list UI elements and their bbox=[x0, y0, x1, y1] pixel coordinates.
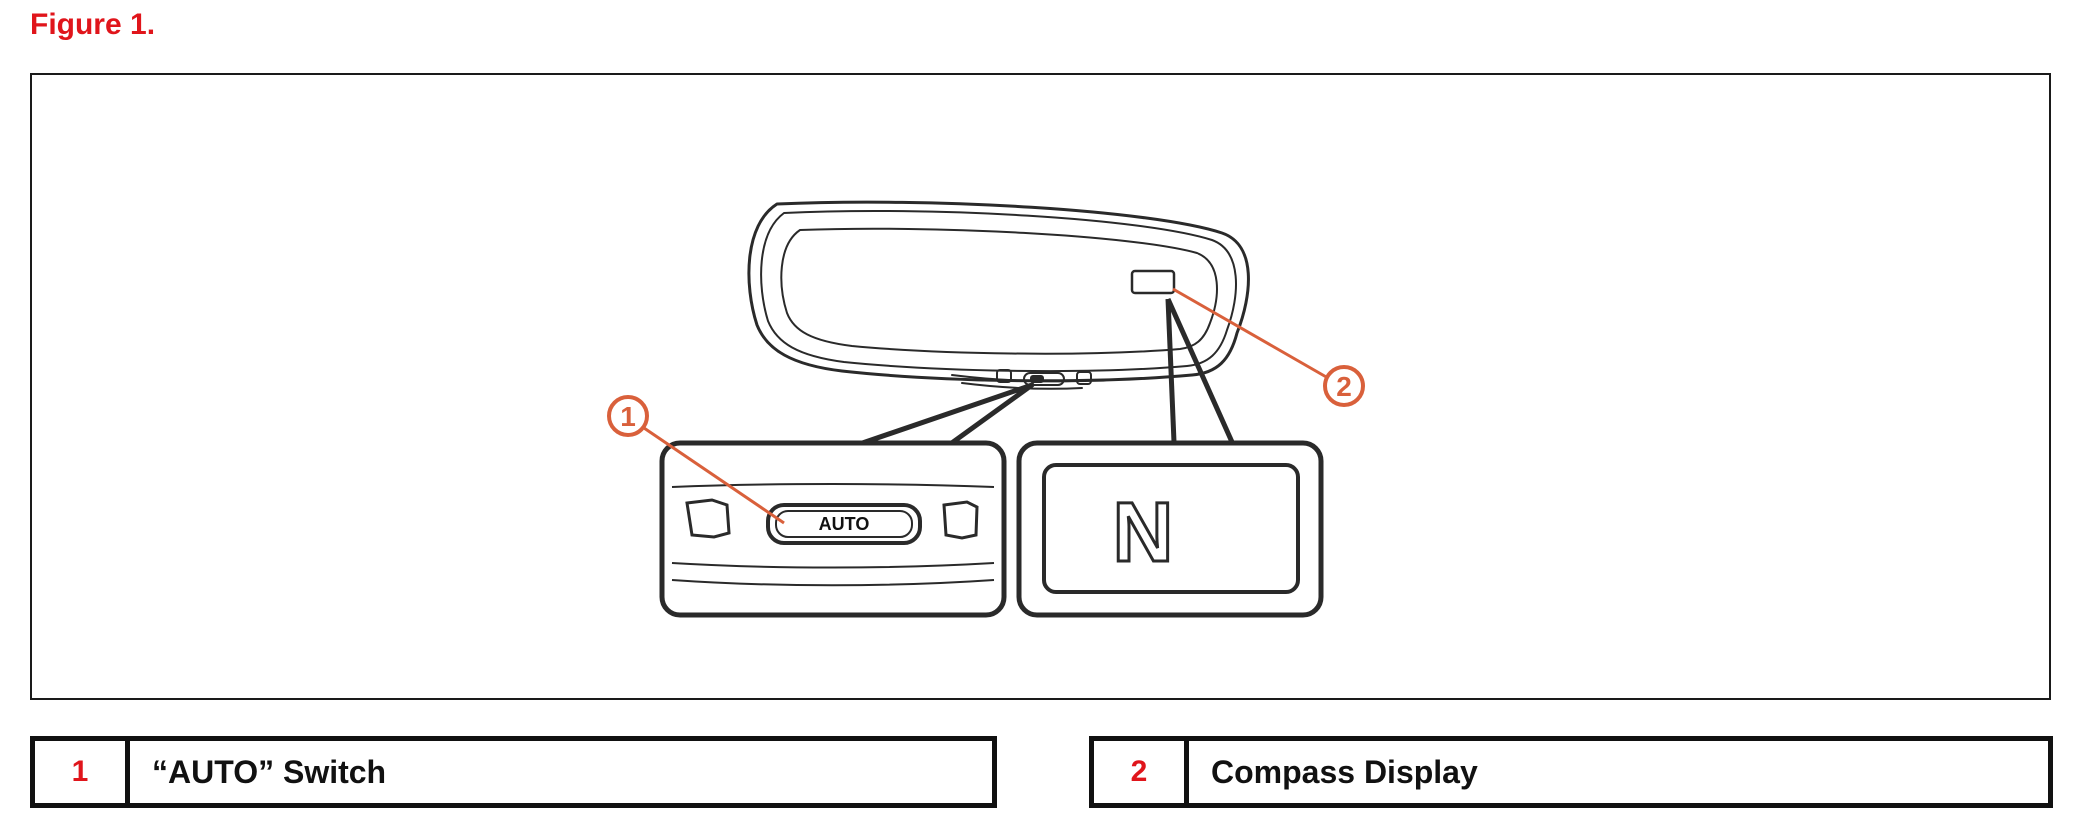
legend-item-1: 1 “AUTO” Switch bbox=[30, 736, 997, 808]
auto-switch-zoom: AUTO bbox=[659, 440, 1007, 618]
rearview-mirror bbox=[747, 200, 1250, 390]
compass-display-zoom: N bbox=[1016, 440, 1324, 618]
compass-letter: N bbox=[1113, 485, 1174, 579]
legend-label-1: “AUTO” Switch bbox=[152, 753, 387, 790]
callout-1-number: 1 bbox=[620, 401, 636, 432]
callout-2-number: 2 bbox=[1336, 371, 1352, 402]
legend-item-2: 2 Compass Display bbox=[1089, 736, 2053, 808]
auto-switch-text: AUTO bbox=[819, 514, 870, 534]
legend-number-1: 1 bbox=[35, 741, 130, 803]
mirror-diagram: AUTO N 1 2 bbox=[607, 200, 1365, 618]
figure-title: Figure 1. bbox=[30, 8, 156, 41]
callout-1: 1 bbox=[607, 395, 785, 525]
diagram-frame: AUTO N 1 2 bbox=[30, 73, 2051, 700]
legend-label-2: Compass Display bbox=[1211, 753, 1478, 790]
legend-number-2: 2 bbox=[1094, 741, 1189, 803]
zoom-pointers bbox=[841, 297, 1235, 453]
callout-2: 2 bbox=[1172, 287, 1365, 407]
